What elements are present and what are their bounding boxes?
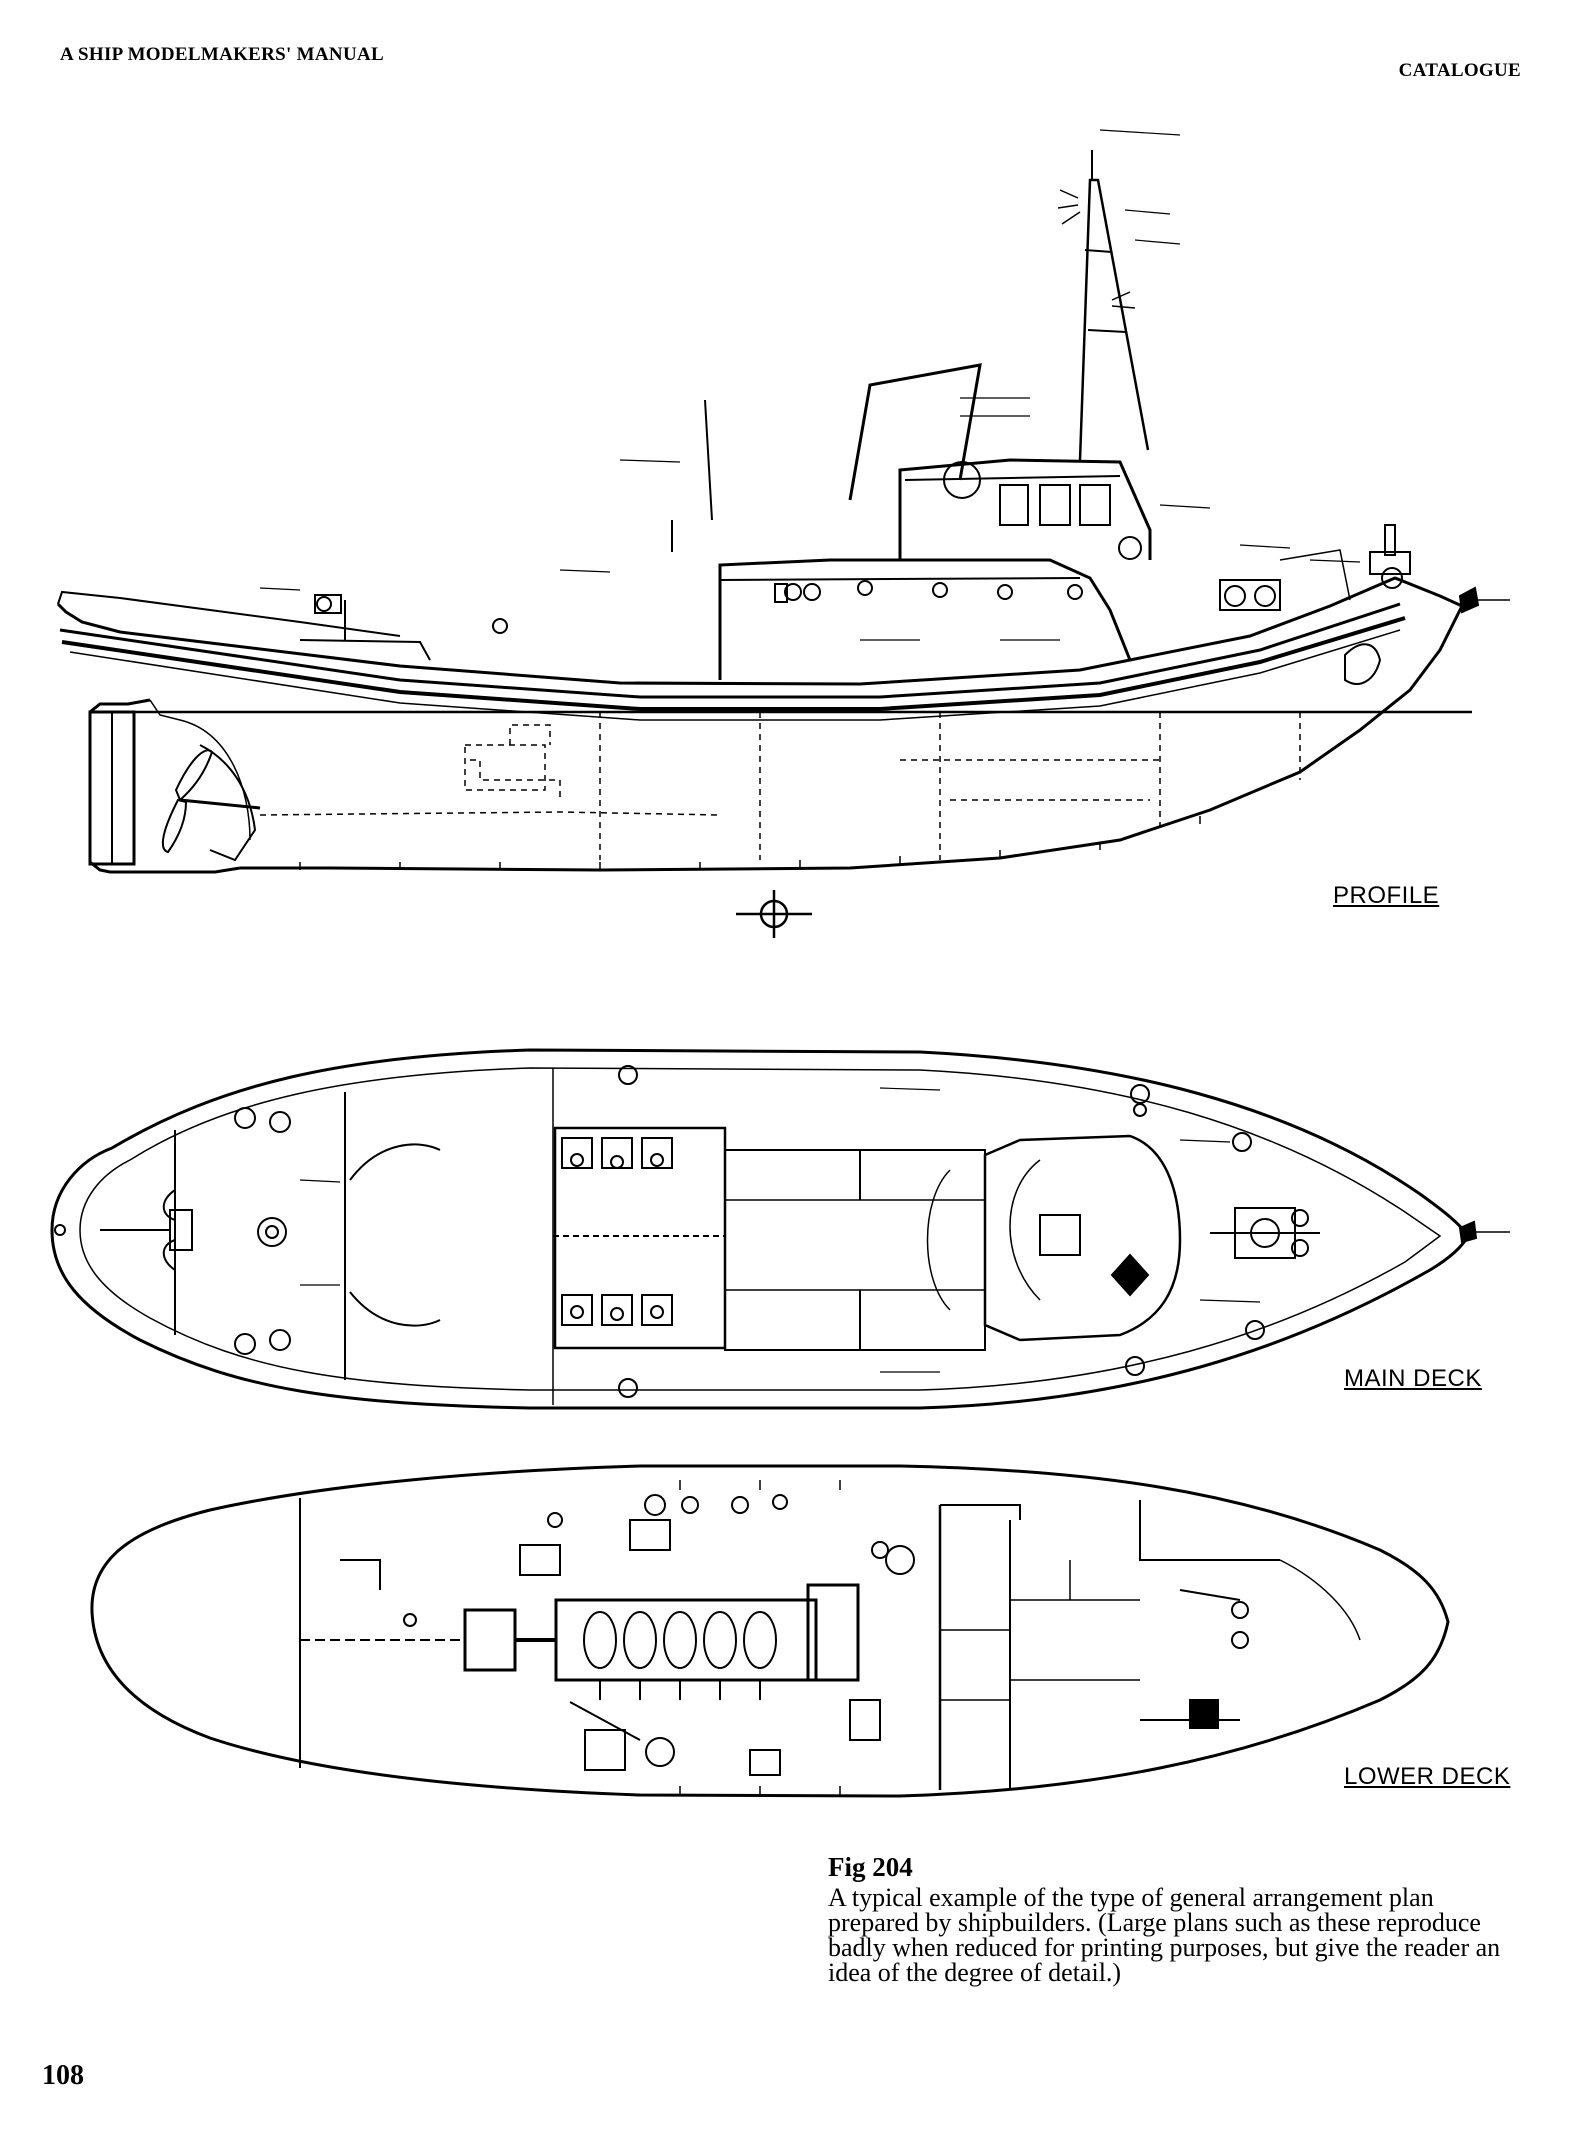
engine-casing [553, 1126, 727, 1350]
main-deck-outline [50, 1048, 1470, 1410]
mast [1078, 178, 1150, 461]
lower-deck-outline [90, 1464, 1450, 1798]
view-label-profile: PROFILE [1333, 882, 1440, 909]
page-number: 108 [42, 2060, 84, 2091]
profile-view [56, 129, 1510, 938]
funnel [848, 363, 982, 501]
anchor-windlass [1210, 1207, 1320, 1259]
lower-deck-view [90, 1464, 1450, 1798]
main-engine [300, 1583, 860, 1700]
view-label-main-deck: MAIN DECK [1344, 1365, 1482, 1392]
profile-hull [56, 576, 1465, 872]
running-head-section: CATALOGUE [1398, 60, 1521, 81]
midship-symbol-icon [736, 890, 812, 938]
running-head-title: A SHIP MODELMAKERS' MANUAL [60, 44, 384, 65]
main-deck-view [50, 1048, 1510, 1410]
deckhouse [718, 558, 1132, 680]
wheelhouse-plan [983, 1134, 1182, 1342]
portholes [316, 580, 1083, 634]
figure-caption: Fig 204 A typical example of the type of… [828, 1852, 1528, 1987]
wheelhouse [898, 458, 1152, 560]
caption-text: A typical example of the type of general… [828, 1883, 1501, 1987]
skylights [561, 1137, 673, 1326]
figure-number: Fig 204 [828, 1852, 913, 1882]
view-label-lower-deck: LOWER DECK [1344, 1763, 1511, 1790]
